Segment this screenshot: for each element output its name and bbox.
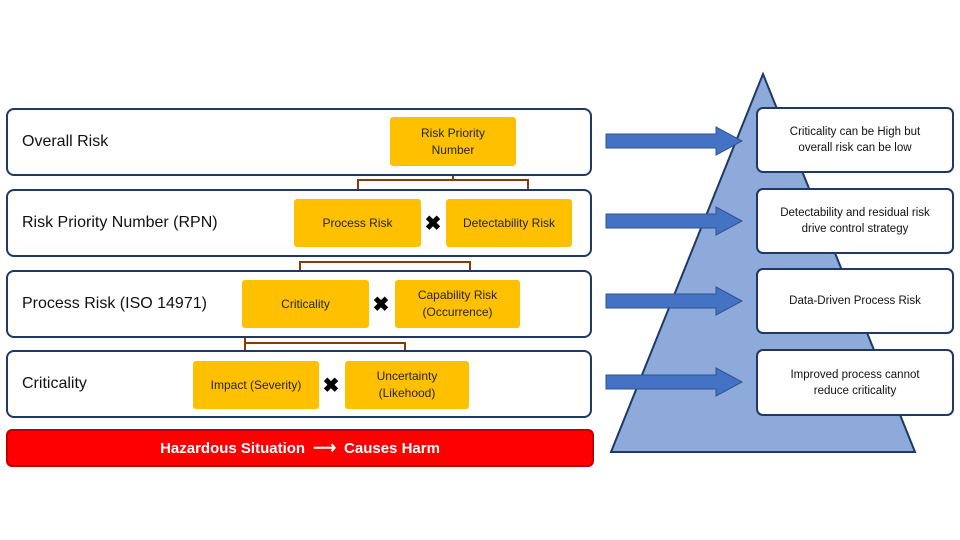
box-detectability-risk: Detectability Risk — [446, 199, 572, 247]
multiply-icon: ✖ — [322, 375, 340, 397]
box-risk-priority-number: Risk Priority Number — [390, 117, 516, 166]
note-box-1: Criticality can be High but overall risk… — [756, 107, 954, 173]
note-box-2: Detectability and residual risk drive co… — [756, 188, 954, 254]
multiply-icon: ✖ — [424, 213, 442, 235]
arrow-right-icon: ⟶ — [313, 440, 337, 457]
multiply-icon: ✖ — [372, 294, 390, 316]
note-box-3: Data-Driven Process Risk — [756, 268, 954, 334]
note-text-1: Criticality can be High but overall risk… — [789, 126, 921, 154]
box-capability-risk: Capability Risk (Occurrence) — [395, 280, 520, 328]
note-text-3: Data-Driven Process Risk — [789, 295, 921, 307]
arrow-row-1 — [605, 126, 744, 156]
row-label-process-risk: Process Risk (ISO 14971) — [22, 295, 207, 312]
arrow-row-4 — [605, 367, 744, 397]
arrow-row-2 — [605, 206, 744, 236]
hazard-right-text: Causes Harm — [344, 439, 440, 457]
row-label-criticality: Criticality — [22, 375, 87, 392]
box-process-risk: Process Risk — [294, 199, 421, 247]
box-criticality: Criticality — [242, 280, 369, 328]
row-label-overall-risk: Overall Risk — [22, 133, 109, 150]
note-text-4: Improved process cannot reduce criticali… — [790, 368, 920, 397]
hazard-left-text: Hazardous Situation — [160, 439, 306, 457]
box-impact-severity: Impact (Severity) — [193, 361, 319, 409]
arrow-row-3 — [605, 286, 744, 316]
hazard-banner: Hazardous Situation ⟶ Causes Harm — [6, 429, 594, 467]
box-uncertainty-likehood: Uncertainty (Likehood) — [345, 361, 469, 409]
row-label-rpn: Risk Priority Number (RPN) — [22, 214, 218, 231]
note-text-2: Detectability and residual risk drive co… — [780, 207, 930, 235]
note-box-4: Improved process cannot reduce criticali… — [756, 349, 954, 416]
